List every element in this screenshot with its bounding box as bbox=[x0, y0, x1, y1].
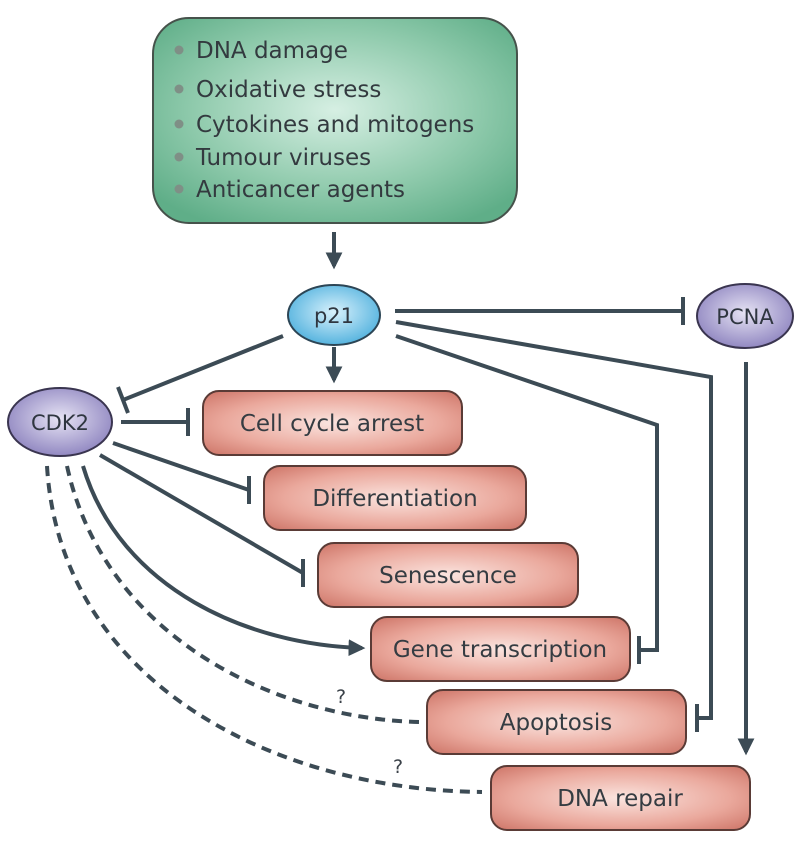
stimulus-dna-damage: DNA damage bbox=[196, 38, 348, 64]
edge-cdk2-inhibits-senescence bbox=[98, 453, 305, 587]
outcome-senescence: Senescence bbox=[317, 542, 579, 608]
cdk2-node: CDK2 bbox=[7, 387, 113, 457]
bullet-icon bbox=[174, 45, 184, 55]
apoptosis-question-mark: ? bbox=[336, 686, 346, 708]
edge-cdk2-to-apoptosis-dashed bbox=[65, 465, 423, 724]
stimulus-cytokines-mitogens: Cytokines and mitogens bbox=[196, 112, 474, 138]
outcome-differentiation: Differentiation bbox=[263, 465, 527, 531]
cdk2-label: CDK2 bbox=[31, 411, 89, 435]
stimulus-oxidative-stress: Oxidative stress bbox=[196, 77, 381, 103]
stimulus-box: DNA damage Oxidative stress Cytokines an… bbox=[152, 17, 518, 224]
dna-repair-label: DNA repair bbox=[557, 786, 683, 812]
pcna-label: PCNA bbox=[716, 305, 774, 329]
pcna-node: PCNA bbox=[696, 283, 794, 349]
outcome-apoptosis: Apoptosis bbox=[426, 689, 687, 755]
edge-cdk2-to-gene-transcription bbox=[81, 465, 366, 657]
cell-cycle-arrest-label: Cell cycle arrest bbox=[240, 411, 424, 437]
edge-cdk2-to-dna-repair-dashed bbox=[45, 465, 483, 794]
outcome-cell-cycle-arrest: Cell cycle arrest bbox=[202, 390, 463, 456]
stimulus-tumour-viruses: Tumour viruses bbox=[195, 145, 371, 171]
differentiation-label: Differentiation bbox=[312, 486, 477, 512]
outcome-gene-transcription: Gene transcription bbox=[370, 616, 631, 682]
bullet-icon bbox=[174, 152, 184, 162]
edge-cdk2-inhibits-differentiation bbox=[112, 441, 251, 504]
edge-p21-inhibits-gene-transcription bbox=[395, 334, 659, 664]
bullet-icon bbox=[174, 119, 184, 129]
bullet-icon bbox=[174, 184, 184, 194]
stimulus-anticancer-agents: Anticancer agents bbox=[196, 177, 405, 203]
dna-repair-question-mark: ? bbox=[393, 756, 403, 778]
senescence-label: Senescence bbox=[379, 563, 517, 589]
edge-p21-inhibits-cdk2 bbox=[116, 334, 284, 414]
bullet-icon bbox=[174, 84, 184, 94]
p21-label: p21 bbox=[314, 304, 354, 328]
apoptosis-label: Apoptosis bbox=[500, 710, 612, 736]
edge-p21-inhibits-apoptosis bbox=[395, 320, 713, 732]
p21-node: p21 bbox=[287, 284, 381, 346]
edge-p21-inhibits-pcna bbox=[395, 297, 685, 325]
edge-cdk2-inhibits-cell-cycle-arrest bbox=[121, 408, 190, 436]
gene-transcription-label: Gene transcription bbox=[393, 637, 607, 663]
edges bbox=[45, 232, 755, 794]
outcome-dna-repair: DNA repair bbox=[490, 765, 751, 831]
